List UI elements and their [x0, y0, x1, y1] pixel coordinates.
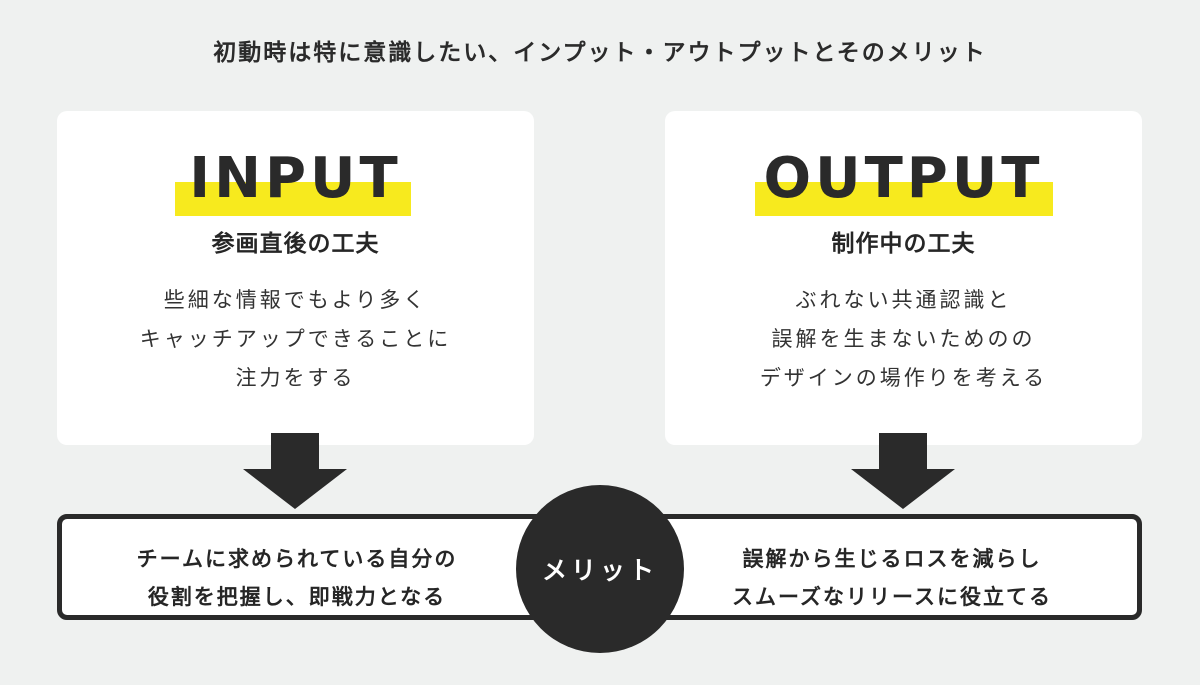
output-heading-highlight: [755, 182, 1053, 216]
output-heading: OUTPUT: [763, 146, 1044, 211]
down-arrow-icon: [851, 433, 955, 509]
input-description-line: キャッチアップできることに: [139, 327, 452, 351]
output-subtitle: 制作中の工夫: [831, 231, 976, 257]
input-description-line: 注力をする: [235, 366, 356, 390]
output-merit-line: 誤解から生じるロスを減らし: [742, 547, 1042, 571]
input-merit-text: チームに求められている自分の 役割を把握し、即戦力となる: [87, 540, 507, 616]
input-merit-line: 役割を把握し、即戦力となる: [147, 585, 447, 609]
input-description-line: 些細な情報でもより多く: [163, 288, 428, 312]
input-card: INPUT 参画直後の工夫 些細な情報でもより多く キャッチアップできることに …: [57, 111, 534, 445]
diagram-title: 初動時は特に意識したい、インプット・アウトプットとそのメリット: [213, 40, 987, 66]
down-arrow-icon: [243, 433, 347, 509]
output-card: OUTPUT 制作中の工夫 ぶれない共通認識と 誤解を生まないためのの デザイン…: [665, 111, 1142, 445]
input-subtitle: 参画直後の工夫: [211, 231, 380, 257]
merit-label: メリット: [541, 556, 658, 585]
output-description-line: ぶれない共通認識と: [795, 288, 1012, 312]
output-merit-line: スムーズなリリースに役立てる: [732, 585, 1052, 609]
input-heading: INPUT: [189, 146, 402, 211]
output-description: ぶれない共通認識と 誤解を生まないためのの デザインの場作りを考える: [665, 281, 1142, 398]
output-merit-text: 誤解から生じるロスを減らし スムーズなリリースに役立てる: [682, 540, 1102, 616]
input-description: 些細な情報でもより多く キャッチアップできることに 注力をする: [57, 281, 534, 398]
output-description-line: デザインの場作りを考える: [759, 366, 1048, 390]
input-heading-group: INPUT: [57, 147, 534, 217]
output-description-line: 誤解を生まないためのの: [771, 327, 1036, 351]
input-merit-line: チームに求められている自分の: [136, 547, 458, 571]
merit-badge: メリット: [516, 485, 684, 653]
output-heading-group: OUTPUT: [665, 147, 1142, 217]
input-heading-highlight: [175, 182, 411, 216]
